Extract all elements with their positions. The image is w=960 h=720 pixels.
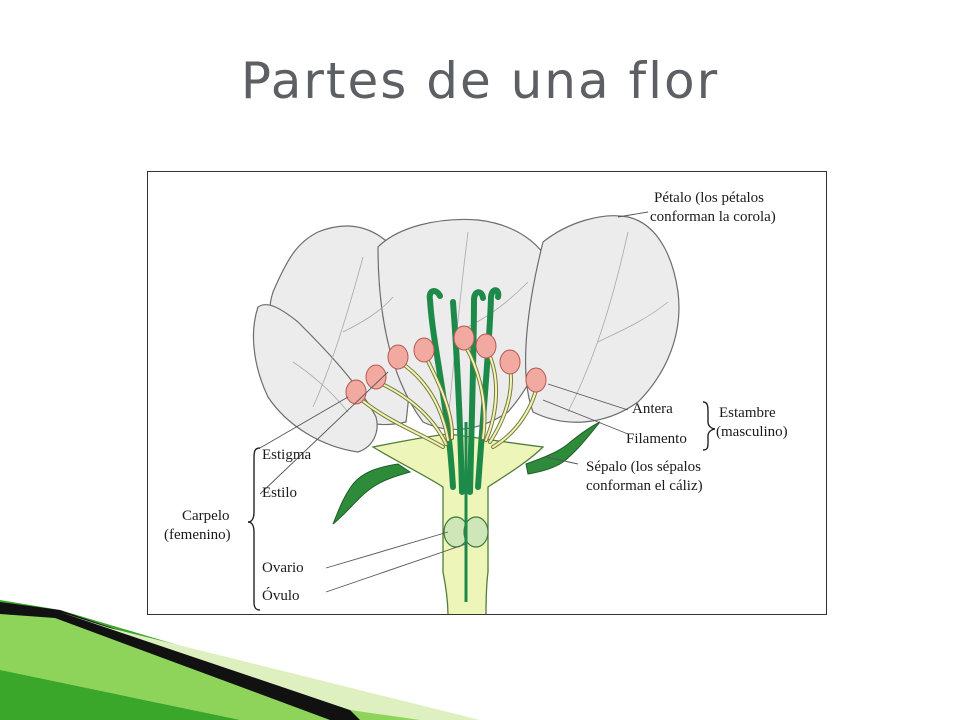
- anther: [414, 338, 434, 362]
- label-petalo-line2: conforman la corola): [650, 209, 776, 225]
- anther: [526, 368, 546, 392]
- label-sepalo-line1: Sépalo (los sépalos: [586, 459, 701, 475]
- label-carpelo-line2: (femenino): [164, 527, 231, 543]
- label-ovario: Ovario: [262, 560, 304, 576]
- anther: [476, 334, 496, 358]
- label-petalo-line1: Pétalo (los pétalos: [654, 190, 764, 206]
- label-estigma: Estigma: [262, 447, 312, 463]
- slide-title: Partes de una flor: [0, 52, 960, 110]
- carpelo-brace-top: [248, 448, 260, 610]
- label-estambre-line2: (masculino): [716, 424, 788, 440]
- slide-decoration-ribbon: [0, 600, 960, 720]
- anther: [346, 380, 366, 404]
- flower-diagram: Pétalo (los pétalos conforman la corola)…: [147, 171, 827, 615]
- anther: [388, 345, 408, 369]
- petal-right: [526, 216, 679, 423]
- ovule-right: [464, 517, 488, 547]
- label-antera: Antera: [632, 401, 673, 417]
- estambre-brace: [703, 402, 715, 450]
- sepal-left: [333, 464, 410, 524]
- label-carpelo-line1: Carpelo: [182, 508, 229, 524]
- anther: [454, 326, 474, 350]
- label-sepalo-line2: conforman el cáliz): [586, 478, 703, 494]
- label-estambre-line1: Estambre: [719, 405, 776, 421]
- label-filamento: Filamento: [626, 431, 687, 447]
- label-estilo: Estilo: [262, 485, 297, 501]
- anther: [500, 350, 520, 374]
